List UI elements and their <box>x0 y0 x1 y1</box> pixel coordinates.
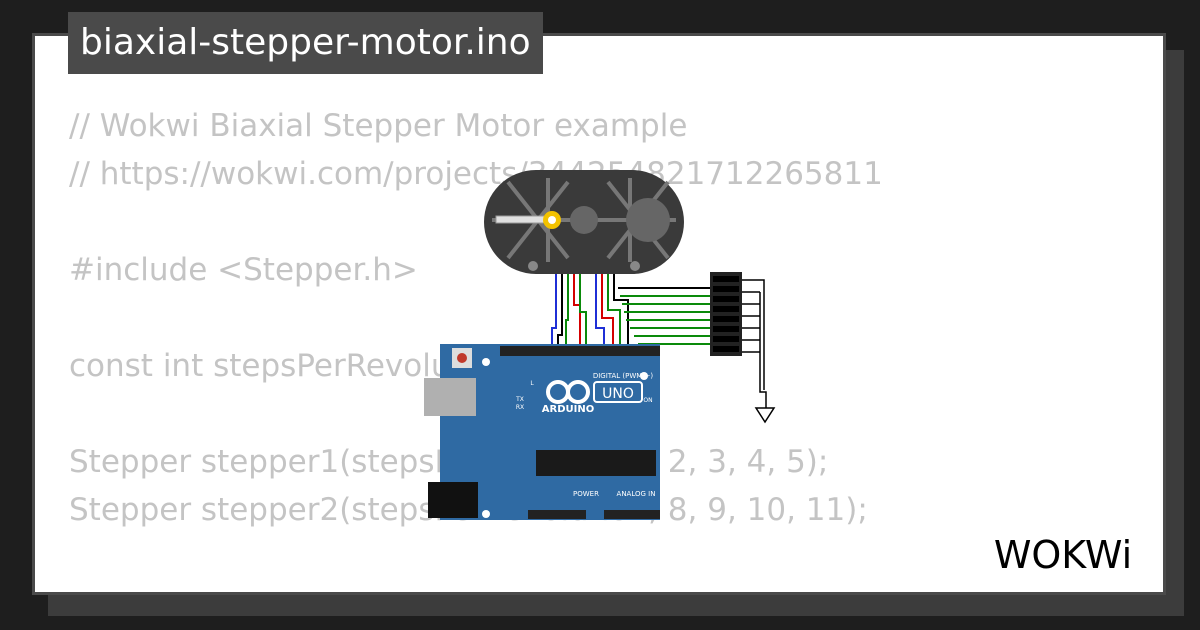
led-label-tx: TX <box>515 396 524 403</box>
code-line: // https://wokwi.com/projects/3442548217… <box>69 156 883 192</box>
code-line: #include <Stepper.h> <box>69 252 418 288</box>
led-label-on: ON <box>643 397 652 404</box>
resistor-pack <box>710 272 776 424</box>
analog-header-label: ANALOG IN <box>617 490 656 498</box>
circuit-diagram: UNO ARDUINO DIGITAL (PWM ~) POWER ANALOG… <box>424 170 776 520</box>
logo-text: WOKWi <box>994 533 1132 577</box>
power-header-label: POWER <box>573 490 599 498</box>
code-line: void setup() { <box>69 588 285 592</box>
stepper-motor <box>484 170 684 274</box>
led-label-l: L <box>530 380 534 387</box>
board-model-label: UNO <box>602 386 634 402</box>
code-line: // Wokwi Biaxial Stepper Motor example <box>69 108 688 144</box>
project-title: biaxial-stepper-motor.ino <box>68 12 543 74</box>
ground-icon <box>754 407 776 424</box>
wokwi-logo: WOKWi <box>994 533 1132 577</box>
arduino-uno-board: UNO ARDUINO DIGITAL (PWM ~) POWER ANALOG… <box>424 344 660 520</box>
led-label-rx: RX <box>516 404 524 411</box>
preview-card: // Wokwi Biaxial Stepper Motor example /… <box>32 33 1166 595</box>
pack-wires <box>618 287 713 345</box>
board-brand-label: ARDUINO <box>542 404 594 415</box>
code-preview: // Wokwi Biaxial Stepper Motor example /… <box>69 102 883 592</box>
digital-header-label: DIGITAL (PWM ~) <box>593 372 654 380</box>
motor-wires <box>551 272 629 350</box>
